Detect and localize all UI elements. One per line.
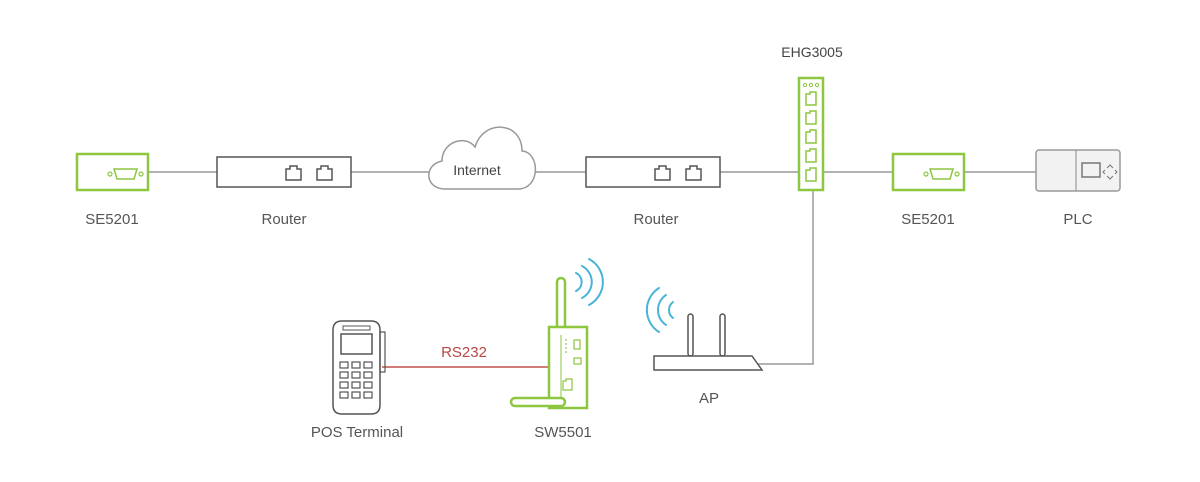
wifi-signal-icon — [645, 287, 674, 333]
cloud-icon — [428, 126, 537, 190]
router-right-label: Router — [633, 211, 678, 228]
sw5501-label: SW5501 — [534, 424, 592, 441]
serial-device-server-icon — [891, 152, 966, 192]
link-switch-ap — [752, 190, 814, 365]
router-right: Router — [585, 156, 721, 228]
internet-cloud: Internet — [428, 126, 537, 190]
router-icon — [585, 156, 721, 188]
ethernet-switch-icon — [797, 76, 825, 192]
plc: PLC — [1035, 149, 1121, 228]
se5201-left: SE5201 — [75, 152, 150, 228]
router-left: Router — [216, 156, 352, 228]
ehg3005-label: EHG3005 — [781, 44, 843, 60]
plc-icon — [1035, 149, 1121, 192]
connection-lines — [148, 171, 1036, 365]
ehg3005-switch: EHG3005 — [781, 44, 843, 192]
pos-terminal-icon — [332, 320, 386, 415]
router-left-label: Router — [261, 211, 306, 228]
serial-device-server-icon — [75, 152, 150, 192]
pos-terminal: POS Terminal — [311, 320, 403, 441]
wireless-serial-server-icon — [509, 276, 589, 410]
sw5501: SW5501 — [509, 258, 604, 441]
pos-terminal-label: POS Terminal — [311, 424, 403, 441]
ap-label: AP — [699, 390, 719, 407]
wifi-signal-icon — [575, 258, 604, 306]
access-point-icon — [653, 313, 764, 371]
se5201-left-label: SE5201 — [85, 211, 138, 228]
se5201-right: SE5201 — [891, 152, 966, 228]
router-icon — [216, 156, 352, 188]
se5201-right-label: SE5201 — [901, 211, 954, 228]
access-point: AP — [645, 287, 764, 407]
rs232-label: RS232 — [441, 344, 487, 361]
internet-label: Internet — [453, 162, 501, 178]
plc-label: PLC — [1063, 211, 1092, 228]
